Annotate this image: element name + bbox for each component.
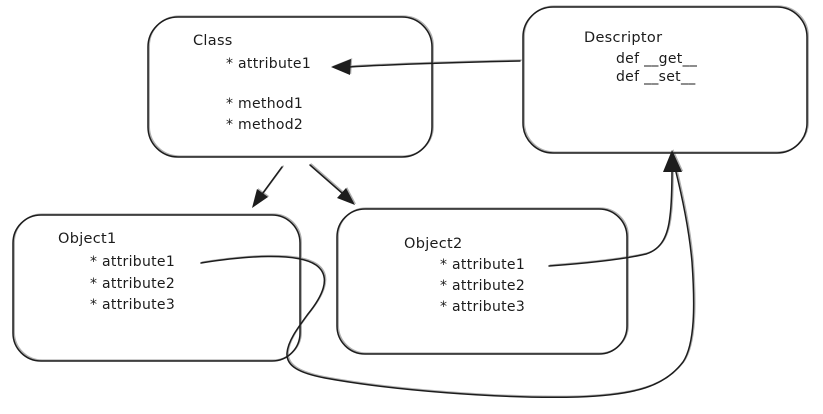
object2-attribute-item: * attribute2 (440, 278, 526, 294)
object1-attribute-item: * attribute3 (90, 297, 176, 313)
descriptor-method-item: def __set__ (616, 69, 696, 85)
object1-attribute-item: * attribute2 (90, 276, 176, 292)
object1-node-title: Object1 (58, 231, 117, 247)
class-method-item: * method1 (226, 96, 304, 112)
object2-attribute-item: * attribute1 (440, 257, 526, 273)
edge-object1-attribute1-to-descriptor (200, 167, 695, 398)
object2-attribute-item: * attribute3 (440, 299, 526, 315)
class-attribute-item: * attribute1 (226, 56, 312, 72)
class-box-outline (147, 16, 433, 158)
descriptor-method-item: def __get__ (616, 51, 698, 67)
descriptor-box-outline (522, 6, 808, 154)
edge-class-to-object2 (309, 164, 343, 194)
object1-attribute-item: * attribute1 (90, 254, 176, 270)
descriptor-node-title: Descriptor (584, 30, 663, 46)
object2-box-outline (336, 208, 628, 355)
class-method-item: * method2 (226, 117, 304, 133)
object1-box-outline (12, 214, 301, 362)
class-node-title: Class (193, 33, 233, 49)
object2-node-title: Object2 (404, 236, 463, 252)
edge-descriptor-to-class-attribute1 (348, 60, 521, 68)
